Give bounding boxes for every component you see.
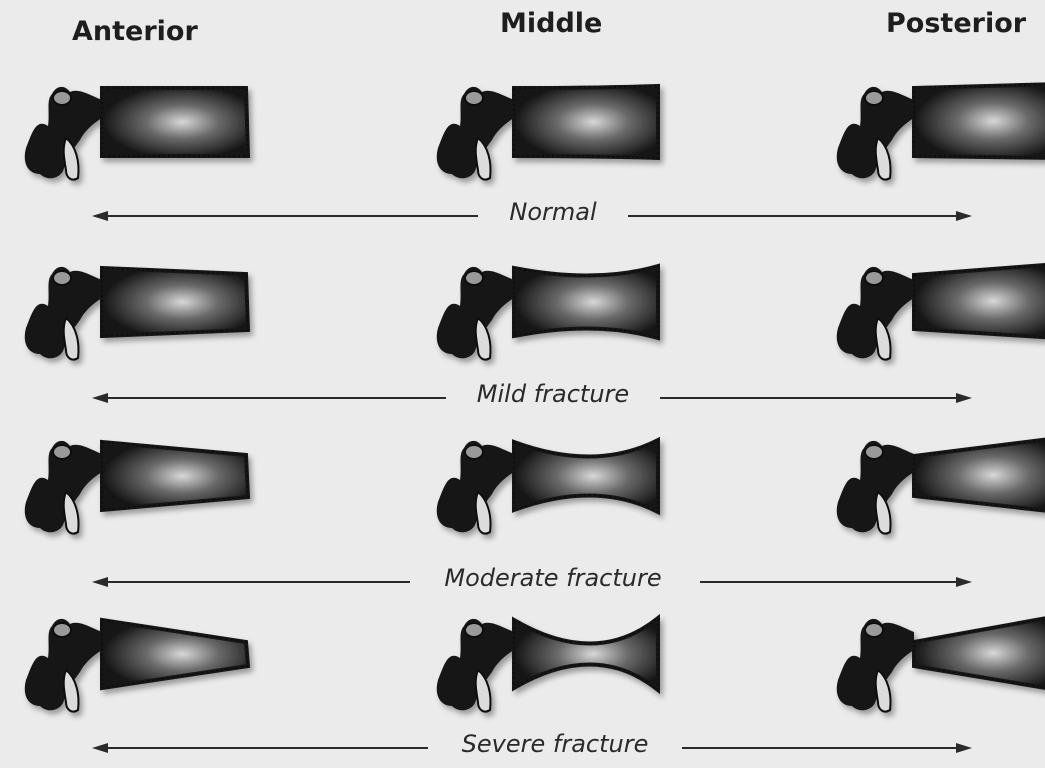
vertebra-posterior-mild-drawing [836, 262, 1045, 361]
vertebral-body [512, 263, 660, 341]
vertebral-body [912, 437, 1045, 513]
column-header-middle: Middle [500, 8, 603, 39]
vertebra-anterior-moderate-drawing [24, 439, 251, 535]
arrowhead-right-icon [956, 577, 972, 587]
posterior-arch [436, 618, 514, 711]
vertebral-body [512, 83, 660, 161]
vertebral-body [100, 265, 251, 339]
row-label-severe: Severe fracture [461, 730, 649, 758]
severity-axis-moderate: Moderate fracture [0, 562, 1045, 602]
vertebra-middle-normal-drawing [436, 83, 660, 181]
vertebra-anterior-moderate [18, 432, 258, 542]
vertebra-posterior-moderate [830, 432, 1045, 542]
vertebra-anterior-normal [18, 78, 258, 188]
vertebra-posterior-mild [830, 258, 1045, 368]
row-label-moderate: Moderate fracture [444, 564, 662, 592]
arrowhead-right-icon [956, 743, 972, 753]
posterior-arch [24, 86, 102, 179]
severity-axis-mild: Mild fracture [0, 378, 1045, 418]
vertebra-posterior-normal-drawing [836, 82, 1045, 181]
vertebra-posterior-normal [830, 78, 1045, 188]
vertebra-anterior-severe-drawing [24, 617, 251, 713]
vertebra-anterior-severe [18, 610, 258, 720]
posterior-arch [836, 618, 914, 711]
row-label-mild: Mild fracture [476, 380, 630, 408]
vertebral-body [100, 617, 251, 691]
posterior-arch [836, 86, 914, 179]
vertebral-body [912, 82, 1045, 160]
arrowhead-left-icon [92, 577, 108, 587]
arrowhead-left-icon [92, 211, 108, 221]
vertebra-middle-severe [430, 610, 670, 720]
arrowhead-right-icon [956, 211, 972, 221]
vertebra-middle-severe-drawing [436, 613, 660, 713]
posterior-arch [24, 618, 102, 711]
vertebra-anterior-mild [18, 258, 258, 368]
posterior-arch [836, 440, 914, 533]
posterior-arch [436, 86, 514, 179]
posterior-arch [836, 266, 914, 359]
vertebral-body [100, 439, 251, 513]
arrowhead-left-icon [92, 393, 108, 403]
vertebral-body [512, 613, 660, 695]
vertebra-middle-mild [430, 258, 670, 368]
vertebra-posterior-severe-drawing [836, 616, 1045, 713]
posterior-arch [24, 440, 102, 533]
vertebra-middle-moderate [430, 432, 670, 542]
posterior-arch [436, 266, 514, 359]
vertebral-body [912, 616, 1045, 690]
vertebral-body [512, 436, 660, 516]
severity-axis-normal: Normal [0, 196, 1045, 236]
column-header-anterior: Anterior [72, 16, 198, 47]
arrowhead-right-icon [956, 393, 972, 403]
vertebra-middle-mild-drawing [436, 263, 660, 361]
posterior-arch [24, 266, 102, 359]
arrowhead-left-icon [92, 743, 108, 753]
severity-axis-severe: Severe fracture [0, 728, 1045, 768]
row-label-normal: Normal [509, 198, 597, 226]
vertebra-anterior-normal-drawing [24, 86, 251, 181]
vertebra-middle-moderate-drawing [436, 436, 660, 535]
column-header-posterior: Posterior [886, 8, 1027, 39]
posterior-arch [436, 440, 514, 533]
vertebral-body [912, 262, 1045, 340]
vertebra-posterior-severe [830, 610, 1045, 720]
vertebra-posterior-moderate-drawing [836, 437, 1045, 535]
vertebra-middle-normal [430, 78, 670, 188]
vertebra-anterior-mild-drawing [24, 265, 251, 361]
vertebral-body [100, 86, 251, 158]
